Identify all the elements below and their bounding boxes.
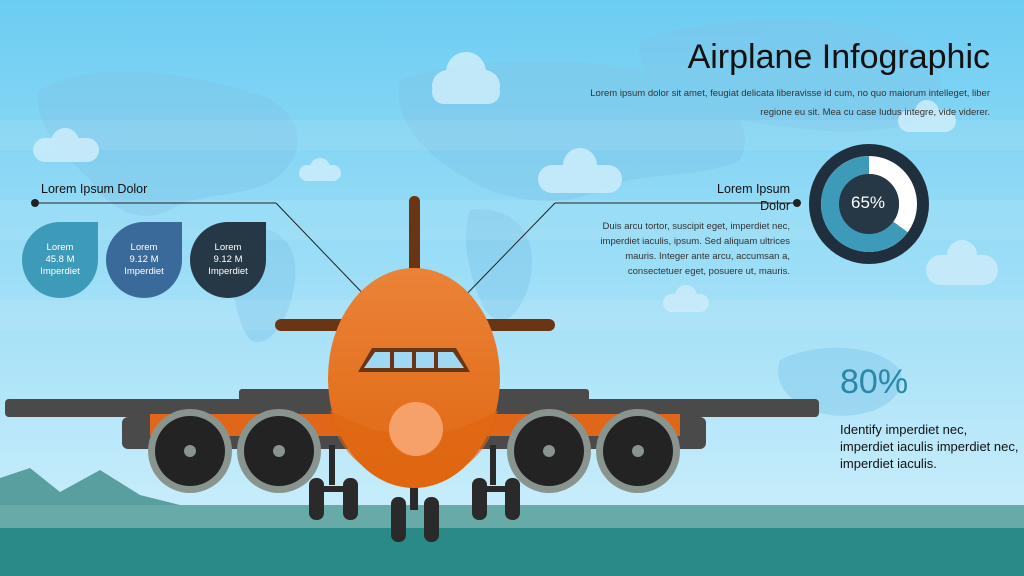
drop-3-line1: Lorem [214, 242, 242, 253]
landing-gear [309, 445, 520, 542]
cloud [299, 158, 341, 181]
page-subtitle: Lorem ipsum dolor sit amet, feugiat deli… [590, 88, 990, 118]
stat-drop-2: Lorem 9.12 M Imperdiet [106, 222, 182, 298]
callout-lines [35, 202, 797, 304]
callout-dot-right [793, 199, 801, 207]
drop-1-line2: 45.8 M [45, 254, 75, 265]
drop-2-line2: 9.12 M [129, 254, 159, 265]
donut-chart [809, 144, 929, 264]
engine-right-inner [507, 409, 591, 493]
engine-right-outer [596, 409, 680, 493]
cloud [898, 100, 956, 132]
donut-center [839, 174, 899, 234]
drop-2-line1: Lorem [130, 242, 158, 253]
right-callout-label: Lorem Ipsum Dolor [717, 182, 790, 213]
donut-value-arc [821, 156, 908, 252]
left-callout-label: Lorem Ipsum Dolor [41, 182, 148, 196]
cloud [926, 240, 998, 285]
cockpit-windows [364, 352, 464, 368]
stat-description: Identify imperdiet nec, imperdiet iaculi… [840, 422, 1019, 471]
drop-1-line1: Lorem [46, 242, 74, 253]
cloud [538, 148, 622, 193]
engine-left-outer [148, 409, 232, 493]
stat-drop-3: Lorem 9.12 M Imperdiet [190, 222, 266, 298]
engine-left-inner [237, 409, 321, 493]
right-callout-description: Duis arcu tortor, suscipit eget, imperdi… [600, 221, 790, 277]
airplane [5, 196, 819, 542]
nose-cone [389, 402, 443, 456]
page-title: Airplane Infographic [687, 38, 990, 76]
clouds [33, 52, 998, 312]
cloud [432, 52, 500, 104]
callout-dot-left [31, 199, 39, 207]
cloud [663, 285, 709, 312]
tail-fin [409, 196, 420, 286]
mountains [0, 468, 220, 510]
drop-3-line2: 9.12 M [213, 254, 243, 265]
ground-strip [0, 528, 1024, 576]
drop-2-line3: Imperdiet [124, 266, 164, 277]
donut-label: 65% [850, 193, 886, 212]
drop-1-line3: Imperdiet [40, 266, 80, 277]
stat-drop-1: Lorem 45.8 M Imperdiet [22, 222, 98, 298]
drop-3-line3: Imperdiet [208, 266, 248, 277]
cloud [33, 128, 99, 162]
stat-percent: 80% [840, 363, 909, 401]
